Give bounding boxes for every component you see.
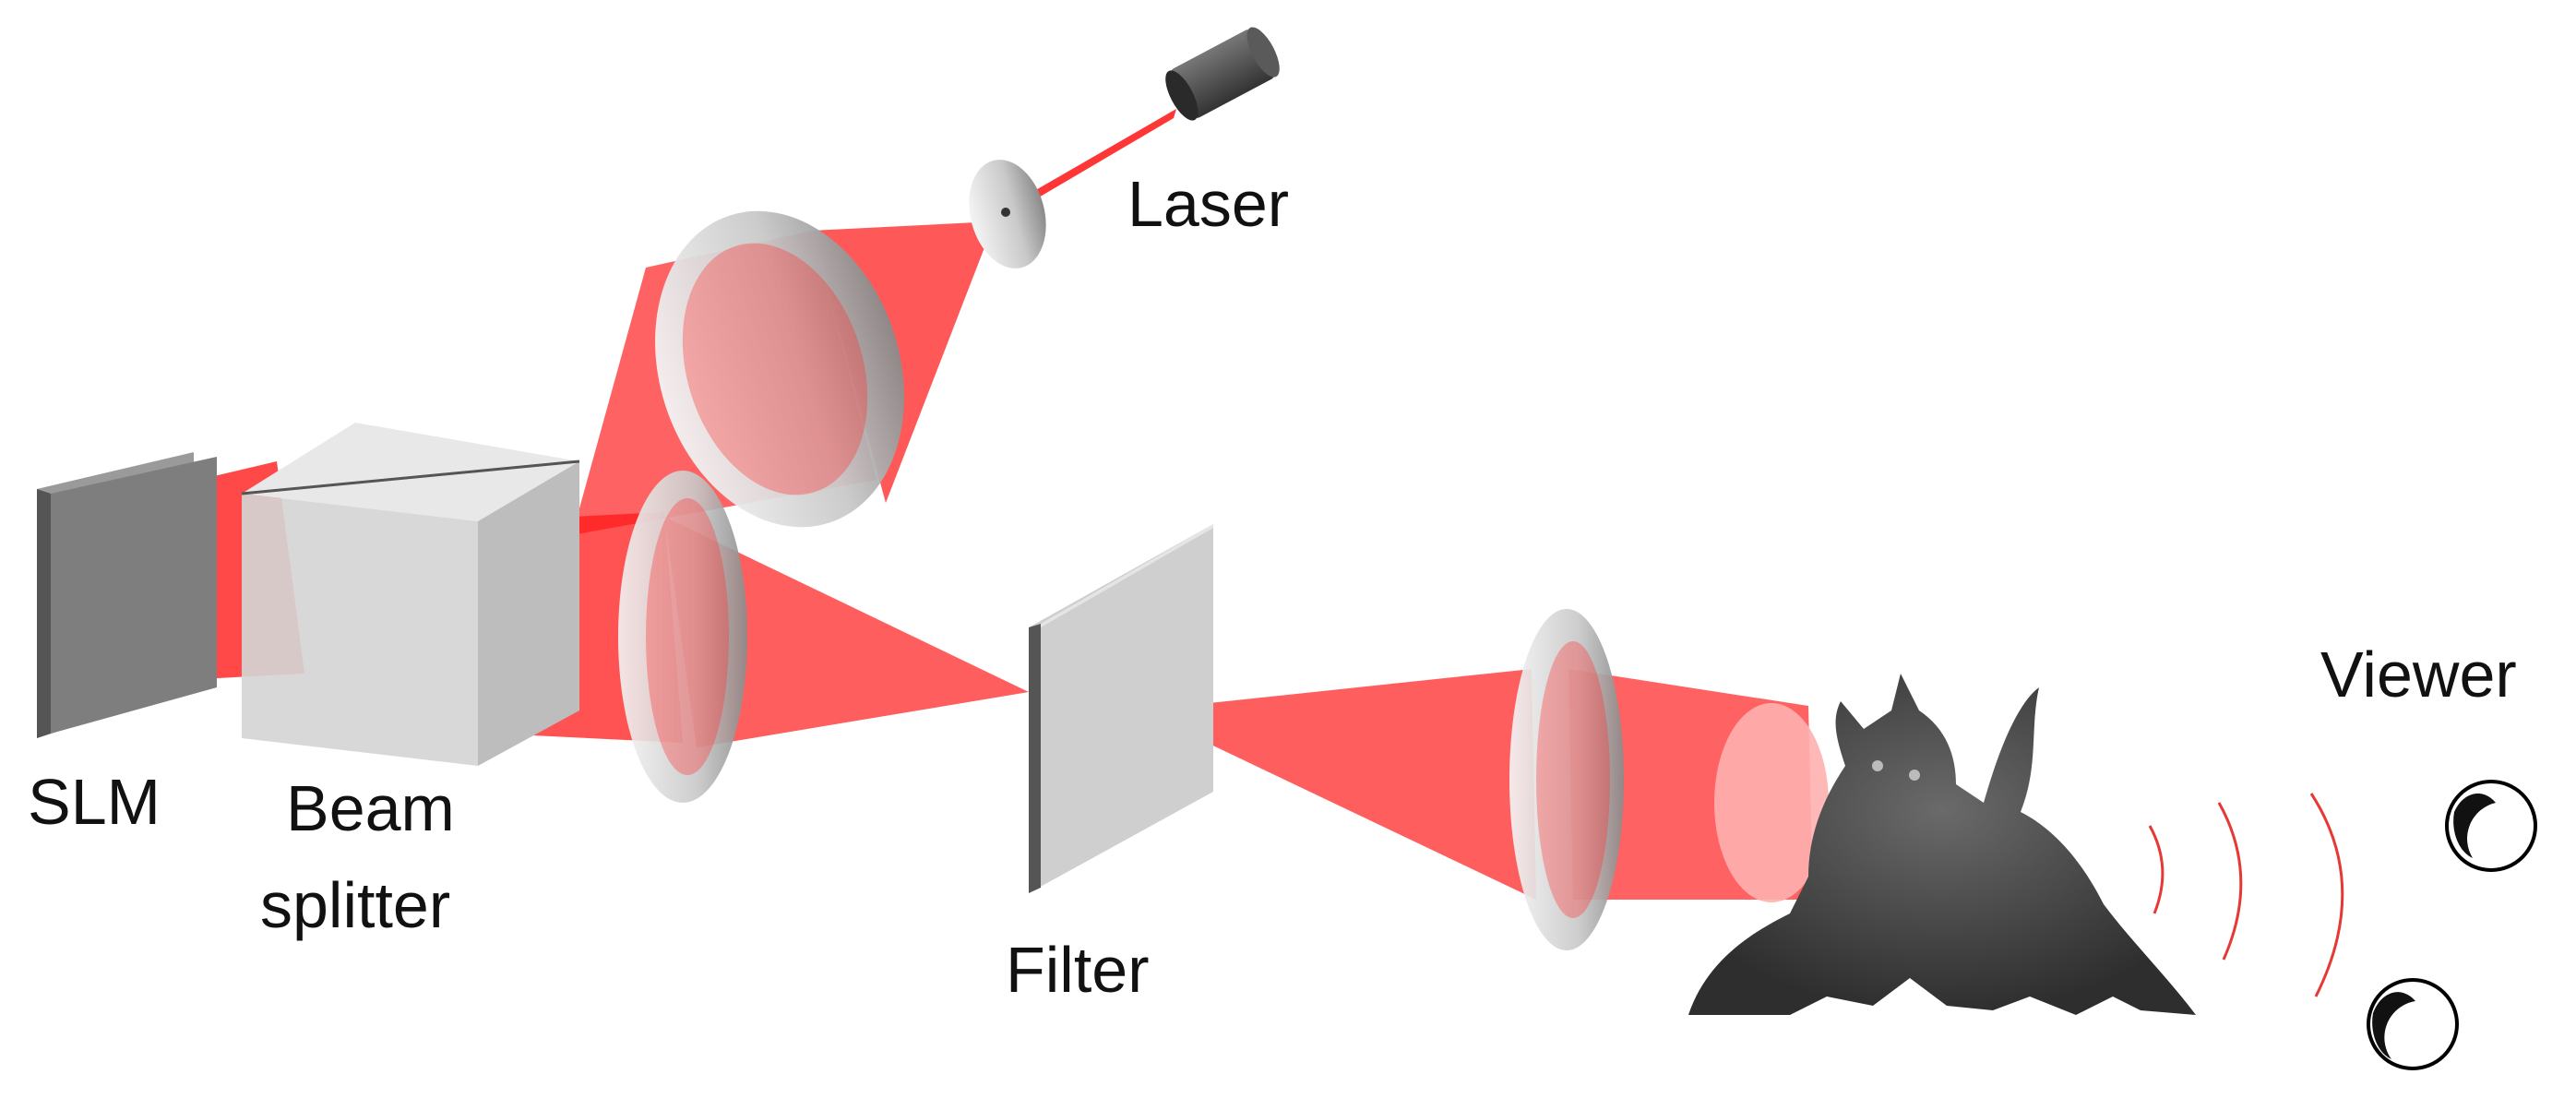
slm-panel — [37, 452, 217, 738]
converging-beam — [664, 517, 1029, 747]
light-waves — [2148, 793, 2344, 997]
beam-splitter-label-line1: Beam — [286, 772, 455, 844]
diverging-beam-2 — [1139, 669, 1536, 900]
beam-splitter-cube — [241, 423, 580, 766]
collimating-lens — [655, 210, 904, 528]
dragon-figurine-icon — [1688, 674, 2196, 1015]
filter-label: Filter — [1006, 934, 1150, 1006]
laser-icon — [1165, 27, 1280, 121]
projection-lens — [1509, 609, 1624, 950]
eye-icon — [2445, 780, 2537, 872]
eye-icon-2 — [2367, 978, 2459, 1070]
viewer-label: Viewer — [2320, 639, 2517, 710]
laser-beam — [1001, 109, 1176, 220]
slm-label: SLM — [28, 766, 161, 838]
pinhole-icon — [969, 160, 1046, 269]
filter-panel — [1029, 524, 1213, 893]
fourier-lens — [618, 471, 747, 803]
laser-label: Laser — [1127, 168, 1289, 240]
reconstruction-beam-end — [1714, 703, 1829, 902]
beam-splitter-label-line2: splitter — [260, 869, 450, 941]
